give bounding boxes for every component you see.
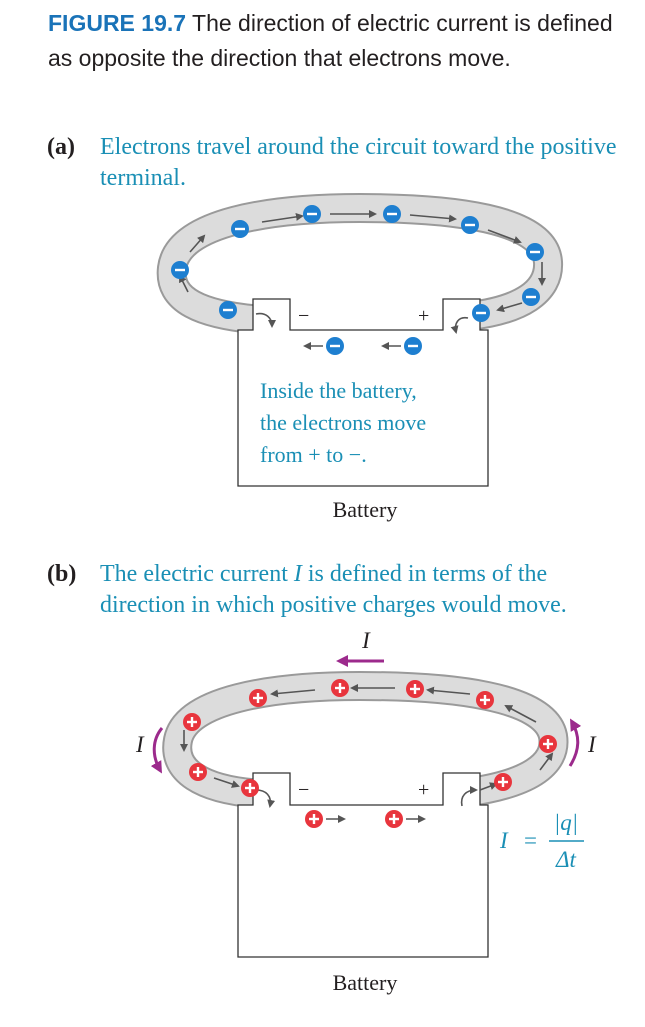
part-b-text: The electric current I is defined in ter… <box>100 561 567 618</box>
electron <box>219 301 237 319</box>
current-equation: I = |q| Δt <box>499 810 584 872</box>
caption-text: The direction of electric current is def… <box>48 10 613 71</box>
electron <box>472 304 490 322</box>
part-b-heading: (b) The electric current I is defined in… <box>47 559 627 621</box>
electron <box>383 205 401 223</box>
positive-charge <box>494 773 512 791</box>
minus-sign-a: − <box>298 305 309 327</box>
circuit-b: − + I I I I = |q| Δt Battery <box>135 628 597 995</box>
positive-charge <box>189 763 207 781</box>
electron <box>231 220 249 238</box>
positive-charge <box>305 810 323 828</box>
electron <box>326 337 344 355</box>
part-a-heading: (a) Electrons travel around the circuit … <box>47 132 627 194</box>
positive-charge <box>241 779 259 797</box>
equation-equals: = <box>524 828 537 853</box>
figure-caption: FIGURE 19.7 The direction of electric cu… <box>48 6 628 76</box>
positive-charge <box>183 713 201 731</box>
equation-numerator: |q| <box>554 810 578 835</box>
electron <box>171 261 189 279</box>
figure-label: FIGURE 19.7 <box>48 10 187 36</box>
positive-charge <box>539 735 557 753</box>
electron <box>522 288 540 306</box>
electron <box>461 216 479 234</box>
positive-charge <box>249 689 267 707</box>
positive-charge <box>406 680 424 698</box>
current-arrow-left <box>150 727 164 774</box>
electron <box>404 337 422 355</box>
battery-a <box>237 298 489 487</box>
battery-label-a: Battery <box>333 497 398 522</box>
current-symbol-right: I <box>587 732 597 757</box>
electron <box>526 243 544 261</box>
circuit-a: − + Inside the battery, the electrons mo… <box>156 192 563 522</box>
battery-label-b: Battery <box>333 970 398 995</box>
equation-denominator: Δt <box>555 847 576 872</box>
positive-charge <box>385 810 403 828</box>
current-symbol-left: I <box>135 732 145 757</box>
plus-sign-a: + <box>418 305 429 327</box>
minus-sign-b: − <box>298 779 309 801</box>
inside-note: Inside the battery, the electrons move f… <box>260 378 432 467</box>
battery-b <box>237 772 489 958</box>
positive-charge <box>331 679 349 697</box>
plus-sign-b: + <box>418 779 429 801</box>
equation-lhs: I <box>499 828 509 853</box>
part-a-text: Electrons travel around the circuit towa… <box>100 134 617 191</box>
current-symbol-top: I <box>361 628 371 653</box>
current-arrow-right <box>568 718 582 767</box>
part-a-letter: (a) <box>47 134 75 160</box>
part-b-letter: (b) <box>47 561 77 587</box>
electron <box>303 205 321 223</box>
positive-charge <box>476 691 494 709</box>
